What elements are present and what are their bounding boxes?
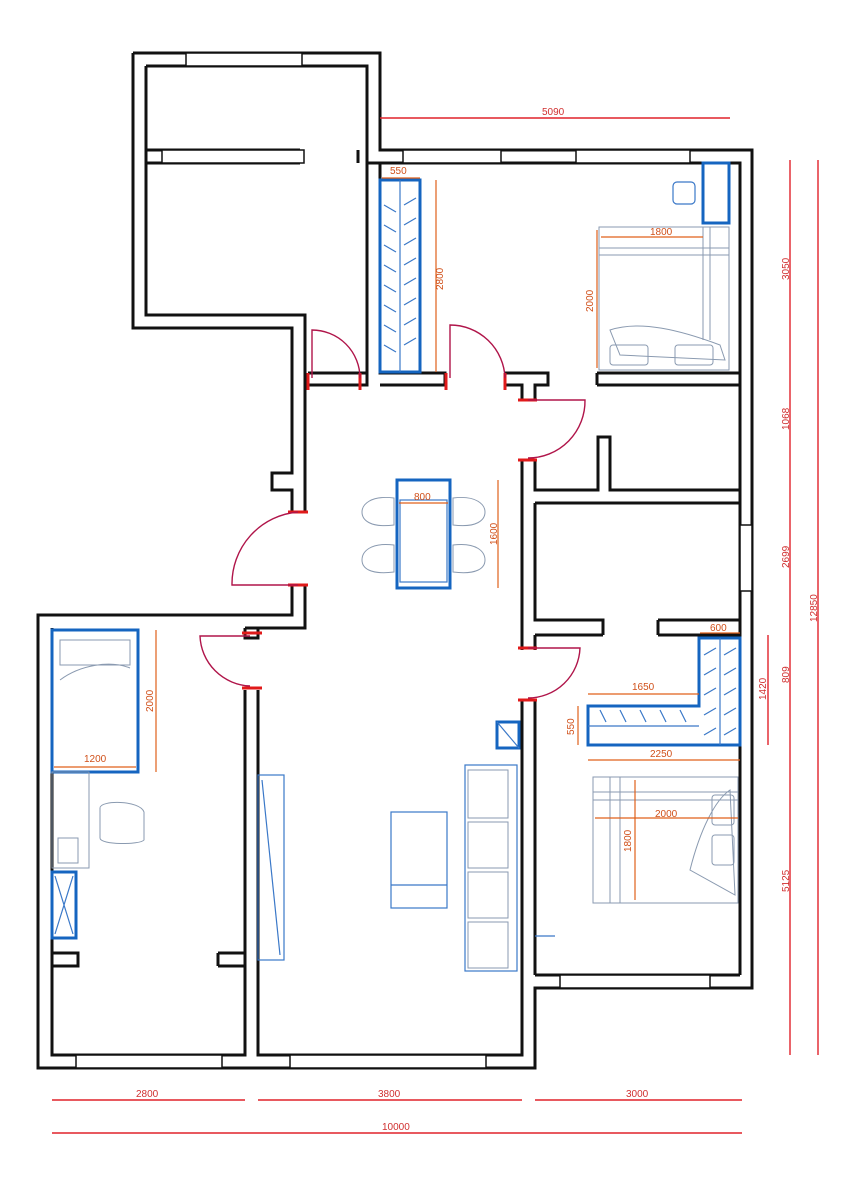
label-table-length: 1600 — [489, 522, 500, 545]
chair-left — [99, 802, 145, 844]
window-bottom-right — [559, 974, 711, 989]
label-wardrobe-top-length: 2800 — [435, 267, 446, 290]
coffee-table — [390, 811, 448, 909]
dim-bottom-3000: 3000 — [626, 1089, 649, 1100]
dim-total-height: 12850 — [809, 594, 820, 622]
label-wardrobe-right-top: 600 — [710, 623, 727, 634]
side-table — [495, 720, 521, 750]
furniture-dimensions: 550 2800 1800 2000 800 1600 2000 1200 60… — [54, 166, 740, 900]
window-right — [739, 524, 753, 592]
dim-right-3050: 3050 — [781, 257, 792, 280]
bed-right — [592, 776, 739, 904]
wardrobe-right-hangers — [599, 647, 737, 736]
walls — [36, 51, 754, 1070]
dim-right-1420: 1420 — [758, 677, 769, 700]
window-annex-top — [185, 52, 303, 67]
label-wardrobe-right-depth: 550 — [566, 718, 577, 735]
dim-right-1068: 1068 — [781, 407, 792, 430]
window-bottom-left — [75, 1054, 223, 1069]
label-bed-left-length: 2000 — [145, 689, 156, 712]
window-bottom-mid — [289, 1054, 487, 1069]
bed-left — [50, 628, 140, 774]
door-right-bedroom — [527, 647, 581, 699]
dining-chairs — [361, 496, 486, 574]
tv-unit — [257, 774, 285, 961]
door-entrance — [231, 511, 299, 586]
label-wardrobe-top-width: 550 — [390, 166, 407, 177]
wardrobe-left — [50, 870, 78, 940]
label-wardrobe-right-total: 2250 — [650, 749, 673, 760]
sofa — [464, 764, 518, 972]
laptop-left — [57, 837, 79, 864]
wardrobe-top-hangers — [383, 197, 417, 353]
dim-total-width: 10000 — [382, 1122, 410, 1133]
dim-right-2699: 2699 — [781, 545, 792, 568]
wardrobe-right — [586, 636, 742, 747]
door-annex — [311, 329, 361, 379]
windows — [75, 52, 753, 1069]
label-bed-top-width: 1800 — [650, 227, 673, 238]
doors — [199, 324, 586, 702]
desk-left — [51, 771, 90, 869]
door-closet — [527, 399, 586, 459]
label-wardrobe-right-run: 1650 — [632, 682, 655, 693]
dim-bottom-3800: 3800 — [378, 1089, 401, 1100]
label-bed-right-length: 2000 — [655, 809, 678, 820]
window-top-2 — [575, 149, 691, 164]
window-top-1 — [402, 149, 502, 164]
desk-top-bedroom — [701, 161, 731, 225]
dim-bottom-2800: 2800 — [136, 1089, 159, 1100]
chair-top-bedroom — [672, 181, 696, 205]
overall-dimensions: 5090 3050 1068 2699 809 1420 5125 12850 … — [52, 107, 820, 1134]
dim-top-width: 5090 — [542, 107, 565, 118]
dining-table — [395, 478, 452, 590]
label-bed-right-width: 1800 — [623, 829, 634, 852]
dim-right-5125: 5125 — [781, 869, 792, 892]
window-annex-mid — [161, 149, 305, 164]
dim-right-809: 809 — [781, 666, 792, 683]
door-left-bedroom — [199, 635, 251, 687]
label-bed-left-width: 1200 — [84, 754, 107, 765]
label-bed-top-length: 2000 — [585, 289, 596, 312]
door-top-room — [449, 324, 506, 379]
furniture — [50, 161, 742, 972]
label-table-width: 800 — [414, 492, 431, 503]
bed-top — [598, 226, 730, 371]
